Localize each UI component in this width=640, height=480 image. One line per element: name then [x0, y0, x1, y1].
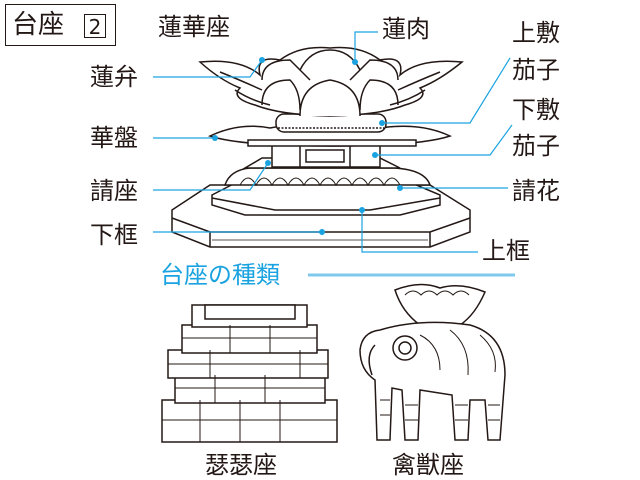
label-shitsushitsu-za: 瑟瑟座: [205, 451, 277, 479]
label-gekamachi: 下框: [90, 221, 138, 249]
label-kinju-za: 禽獣座: [392, 451, 464, 479]
label-uwashiki-nasu: 茄子: [512, 56, 560, 84]
title: 台座: [12, 10, 65, 40]
label-jokamachi: 上框: [482, 237, 530, 265]
kinju-za-drawing: [359, 283, 506, 441]
label-kaban: 華盤: [90, 124, 138, 152]
leader-dots: [212, 57, 403, 235]
label-shitashiki: 下敷: [512, 96, 560, 124]
label-ukebana: 請花: [512, 177, 560, 205]
label-shitashiki-nasu: 茄子: [512, 132, 560, 160]
title-box: 台座 2: [5, 4, 116, 46]
leader-lines: [153, 31, 513, 253]
label-renben: 蓮弁: [90, 63, 138, 91]
label-uwashiki: 上敷: [512, 19, 560, 47]
label-renniku: 蓮肉: [382, 15, 430, 43]
title-number: 2: [84, 14, 106, 39]
label-ukeza: 請座: [90, 177, 138, 205]
heading-renge-za: 蓮華座: [158, 13, 230, 41]
shitsushitsu-za-drawing: [161, 304, 338, 443]
types-heading: 台座の種類: [160, 261, 280, 289]
